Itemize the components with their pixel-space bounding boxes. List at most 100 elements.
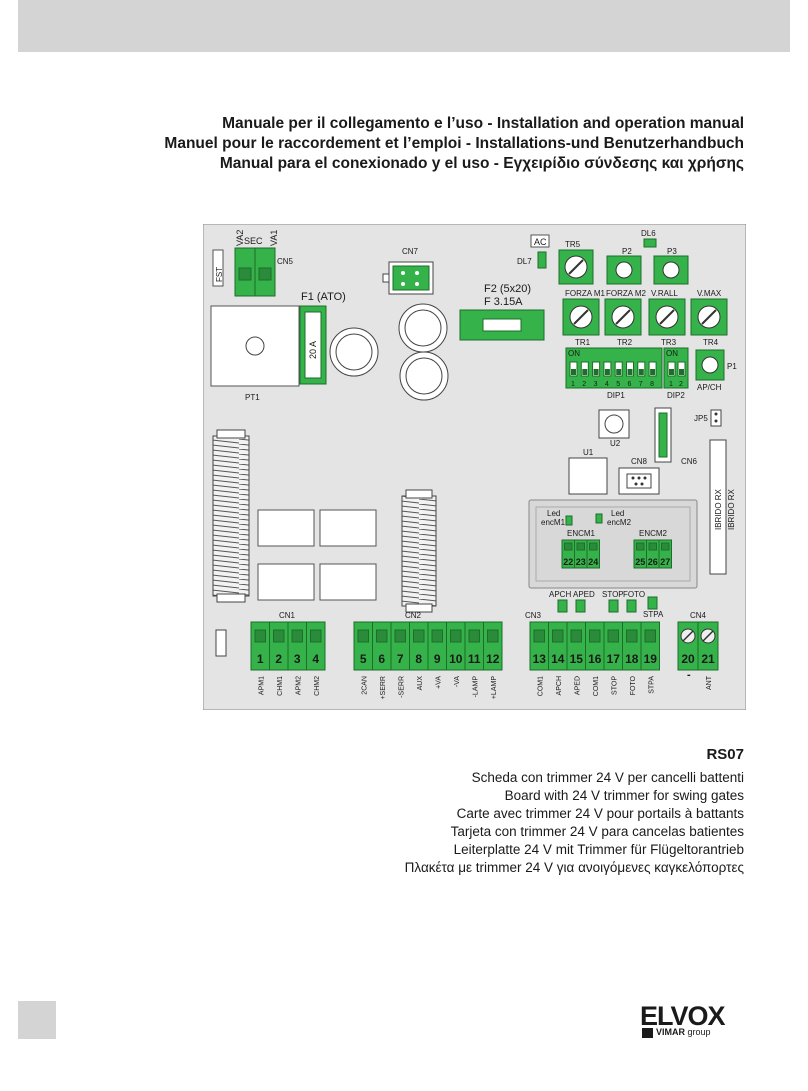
vimar-mark-icon <box>642 1028 653 1038</box>
cn8-connector <box>618 467 660 495</box>
capacitor <box>399 351 449 401</box>
dip1-label: DIP1 <box>607 391 625 400</box>
dip-number: 5 <box>616 381 620 388</box>
led-encm2-label: Led <box>611 509 624 518</box>
dip-number: 4 <box>605 381 609 388</box>
encoder-terminal-number: 25 <box>635 557 645 567</box>
led-encm2 <box>595 513 603 524</box>
p3-label: P3 <box>667 247 677 256</box>
tr1-label: TR1 <box>575 338 591 347</box>
description-line: Board with 24 V trimmer for swing gates <box>504 788 744 803</box>
terminal-signal-label: +SERR <box>380 676 387 700</box>
description-line: Leiterplatte 24 V mit Trimmer für Flügel… <box>453 842 744 857</box>
terminal-signal-label: COM1 <box>537 676 544 696</box>
encm2-sub-label: encM2 <box>607 518 632 527</box>
fst-connector <box>212 249 224 287</box>
va2-label: VA2 <box>235 230 245 246</box>
terminal-signal-label: CHM1 <box>277 676 284 696</box>
v-max-label: V.MAX <box>697 289 722 298</box>
encoder-terminal-number: 23 <box>576 557 586 567</box>
stop-led-label: STOP <box>602 590 624 599</box>
tr2-label: TR2 <box>617 338 633 347</box>
dip-number: 2 <box>582 381 586 388</box>
p2-label: P2 <box>622 247 632 256</box>
terminal-number: 16 <box>588 652 602 666</box>
title-line: Manuel pour le raccordement et l’emploi … <box>164 135 744 152</box>
manual-titles: Manuale per il collegamento e l’uso - In… <box>164 114 744 174</box>
encm1-label: ENCM1 <box>567 529 596 538</box>
product-description: RS07 Scheda con trimmer 24 V per cancell… <box>405 746 744 877</box>
cn3-label: CN3 <box>525 611 542 620</box>
ibrido-label-2: IBRIDO RX <box>727 488 736 530</box>
dl7-label: DL7 <box>517 257 532 266</box>
relay <box>257 509 315 547</box>
v-rall-label: V.RALL <box>651 289 678 298</box>
terminal-number: 5 <box>360 652 367 666</box>
dip-number: 3 <box>594 381 598 388</box>
jp5-label: JP5 <box>694 414 708 423</box>
terminal-number: 17 <box>607 652 621 666</box>
description-line: Πλακέτα με trimmer 24 V για ανοιγόμενες … <box>404 860 744 875</box>
u2-chip <box>598 409 630 439</box>
relay <box>319 563 377 601</box>
terminal-signal-label: AUX <box>417 676 424 691</box>
encm2-label: ENCM2 <box>639 529 668 538</box>
dip1-on-label: ON <box>568 349 580 358</box>
cn5-label: CN5 <box>277 257 294 266</box>
terminal-number: 14 <box>551 652 565 666</box>
terminal-number: 1 <box>257 652 264 666</box>
terminal-number: 12 <box>486 652 500 666</box>
terminal-signal-label: APM1 <box>258 676 265 695</box>
tr3-label: TR3 <box>661 338 677 347</box>
f1-label: F1 (ATO) <box>301 291 346 303</box>
terminal-signal-label: -SERR <box>398 676 405 698</box>
p1-label: P1 <box>727 362 737 371</box>
dip-number: 8 <box>650 381 654 388</box>
terminal-signal-label: ANT <box>706 675 713 690</box>
terminal-signal-label: 2CAN <box>361 676 368 695</box>
ibrido-label-1: IBRIDO RX <box>714 488 723 530</box>
dl7-led <box>537 251 547 269</box>
relay <box>257 563 315 601</box>
jumper <box>215 629 227 657</box>
terminal-number: 3 <box>294 652 301 666</box>
title-line: Manual para el conexionado y el uso - Εγ… <box>219 155 744 172</box>
terminal-signal-label: -VA <box>454 676 461 687</box>
u1-label: U1 <box>583 448 594 457</box>
pt1-label: PT1 <box>245 393 260 402</box>
terminal-number: 8 <box>415 652 422 666</box>
brand-name: ELVOX <box>640 1001 726 1031</box>
tr3-trimmer <box>648 298 686 336</box>
description-line: Carte avec trimmer 24 V pour portails à … <box>456 806 744 821</box>
inductor-coil <box>401 495 437 607</box>
terminal-number: 20 <box>681 652 695 666</box>
cn6-label: CN6 <box>681 457 698 466</box>
encm1-sub-label: encM1 <box>541 518 566 527</box>
terminal-number: 19 <box>644 652 658 666</box>
sec-label: SEC <box>244 236 263 246</box>
led-encm1-label: Led <box>547 509 560 518</box>
f2-fuse <box>459 309 545 341</box>
f1-value: 20 A <box>308 341 318 359</box>
tr4-trimmer <box>690 298 728 336</box>
fst-label: FST <box>215 267 224 282</box>
stpa-led-label: STPA <box>643 610 664 619</box>
cn7-label: CN7 <box>402 247 419 256</box>
dip2-on-label: ON <box>666 349 678 358</box>
terminal-signal-label: APED <box>574 676 581 695</box>
terminal-number: 9 <box>434 652 441 666</box>
terminal-number: 15 <box>570 652 584 666</box>
cn8-label: CN8 <box>631 457 648 466</box>
terminal-number: 18 <box>625 652 639 666</box>
encoder-terminal-number: 26 <box>648 557 658 567</box>
terminal-number: 13 <box>533 652 547 666</box>
cn2-label: CN2 <box>405 611 422 620</box>
terminal-number: 4 <box>312 652 319 666</box>
stop-led <box>608 599 619 613</box>
forza-m1-label: FORZA M1 <box>565 289 606 298</box>
dip-number: 1 <box>571 381 575 388</box>
apch-button-label: AP/CH <box>697 383 722 392</box>
terminal-signal-label: CHM2 <box>314 676 321 696</box>
aped-led-label: APED <box>573 590 595 599</box>
